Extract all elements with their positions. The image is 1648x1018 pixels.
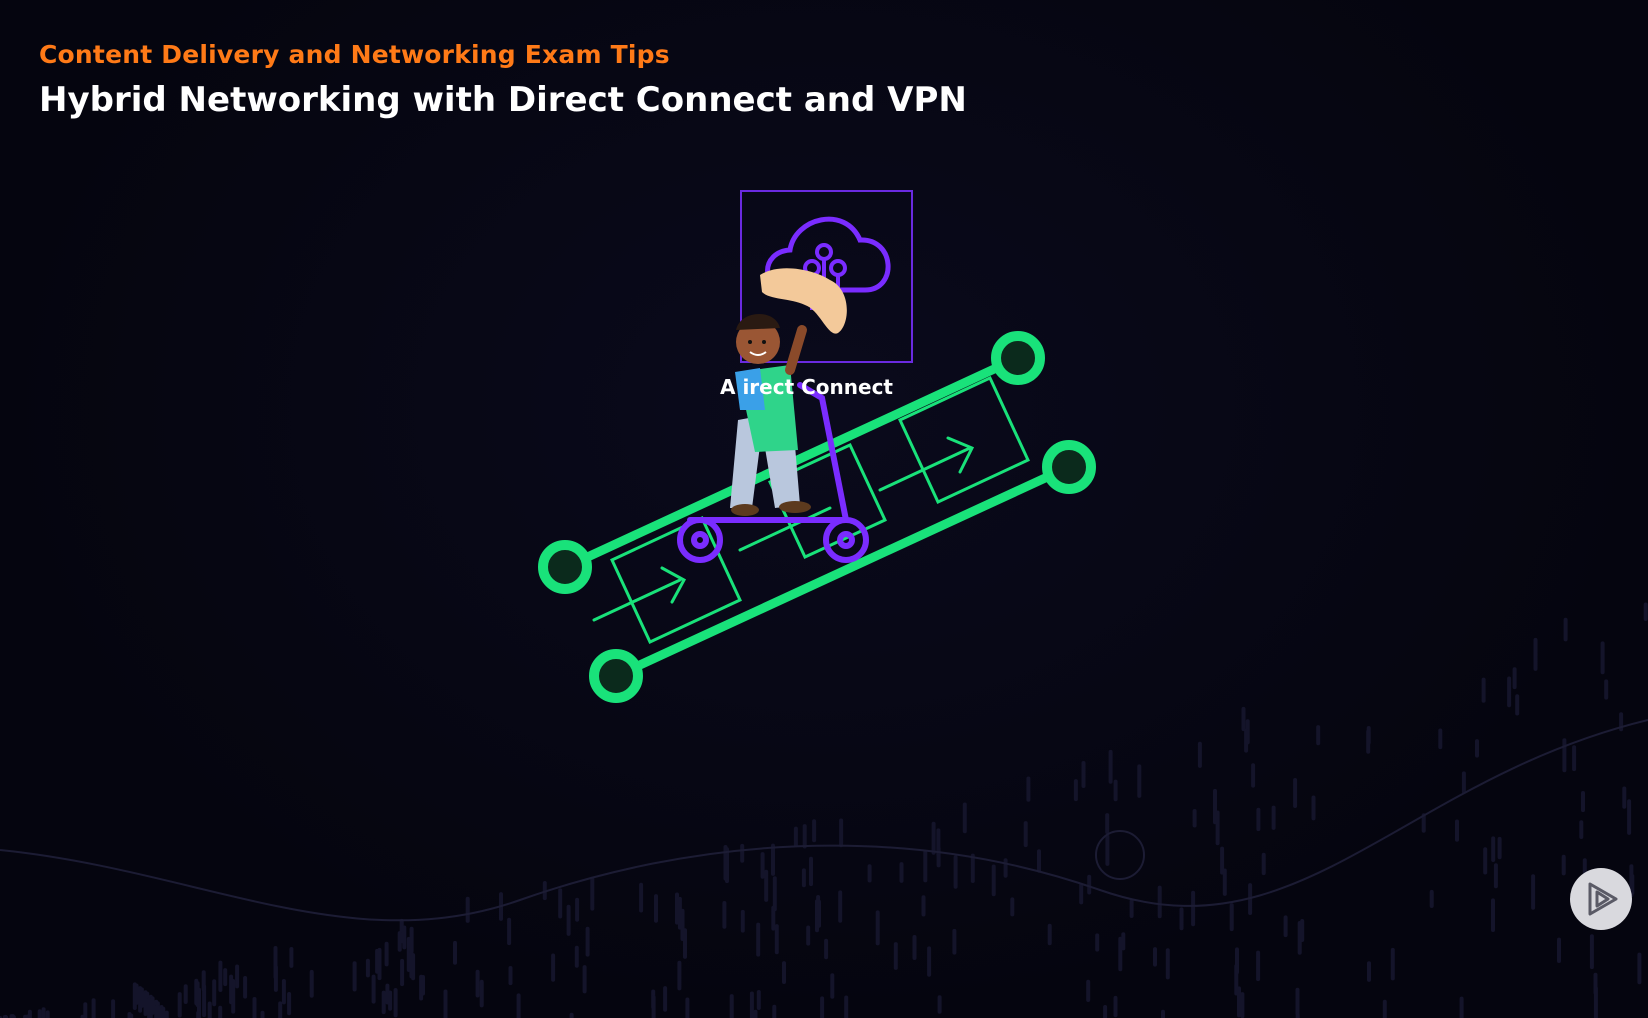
slide-title: Hybrid Networking with Direct Connect an…	[39, 80, 967, 120]
service-label: A irect Connect	[720, 375, 893, 399]
play-logo-icon	[1588, 882, 1618, 916]
person-on-scooter	[677, 268, 869, 563]
direct-connection-lanes	[538, 331, 1096, 703]
play-logo-button[interactable]	[1570, 868, 1632, 930]
section-subtitle: Content Delivery and Networking Exam Tip…	[39, 40, 670, 69]
